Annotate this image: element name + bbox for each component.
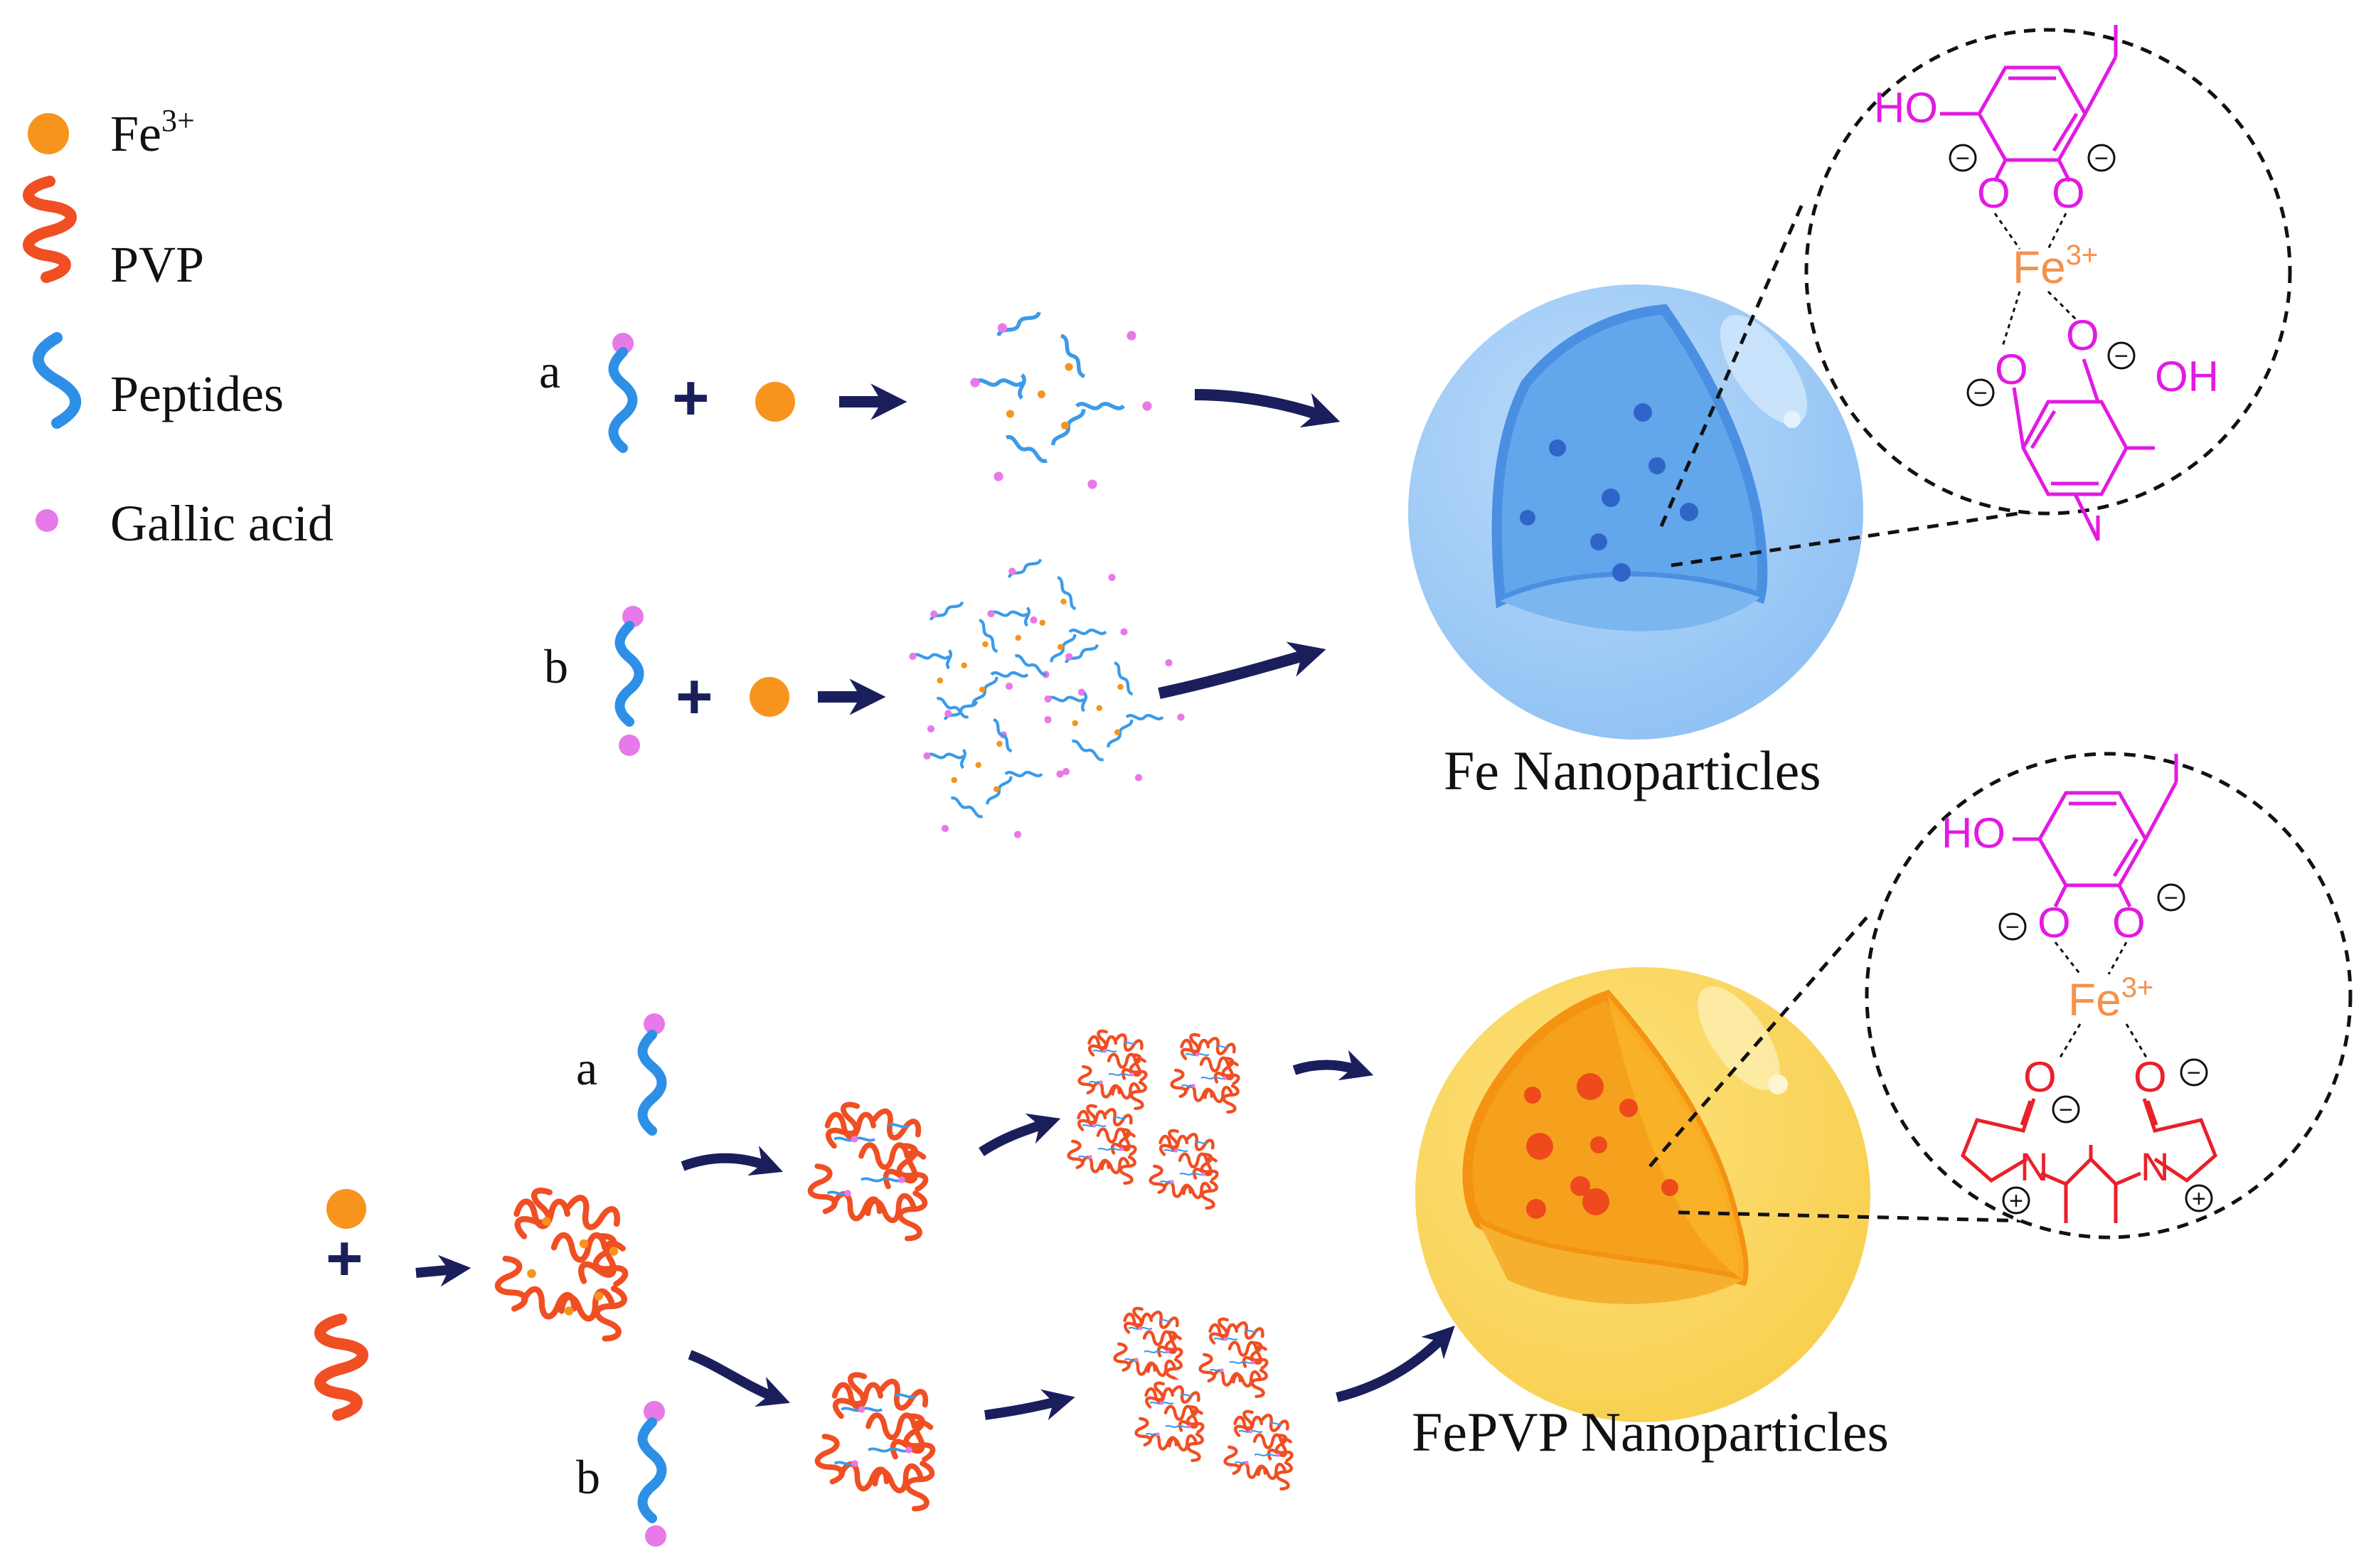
oxygen-label: O: [2066, 311, 2099, 359]
svg-text:Fe3+: Fe3+: [110, 103, 195, 162]
oxygen-label: O: [2037, 899, 2071, 946]
fe-ion: [750, 677, 789, 717]
legend: Fe3+ PVP Peptides Gallic acid: [23, 103, 334, 552]
fe-gallic-pvp-coordination-inset: HO O O − − Fe3+ O O − −: [1648, 752, 2353, 1239]
negative-charge-icon: [1998, 883, 2185, 941]
pyrrolidone-ring: [1961, 1098, 2217, 1223]
bottom-route-a-label: a: [576, 1041, 597, 1095]
plus-sign: +: [676, 661, 713, 732]
oxygen-label: O: [1995, 346, 2028, 393]
nitrogen-label: N: [2141, 1144, 2169, 1189]
fe-nanoparticle: Fe Nanoparticles: [1408, 284, 1863, 801]
gallic-acid-end: [619, 735, 640, 756]
bottom-start: +: [314, 1184, 644, 1421]
arrow: [979, 1113, 1061, 1156]
bottom-route-a: a: [576, 1013, 1374, 1240]
hydroxyl-label: HO: [1874, 84, 1938, 132]
arrow: [681, 1146, 783, 1176]
legend-peptides-label: Peptides: [110, 366, 284, 422]
oxygen-label: O: [2023, 1053, 2057, 1101]
pvp-chain-icon: [23, 176, 77, 283]
fe-ion-label: Fe3+: [2013, 240, 2098, 293]
peptide-chain: [643, 1422, 662, 1518]
oxygen-label: O: [2133, 1053, 2167, 1101]
top-route-b: b +: [544, 558, 1326, 838]
peptide-chain: [614, 352, 633, 448]
positive-charge-icon: [2002, 1184, 2213, 1215]
oxygen-label: O: [2112, 899, 2146, 946]
peptide-micelle-cluster: [909, 558, 1184, 838]
svg-text:−: −: [2114, 343, 2129, 370]
bottom-route-b-label: b: [576, 1450, 600, 1504]
pvp-peptide-aggregate: [1112, 1305, 1301, 1490]
svg-text:−: −: [2094, 145, 2109, 172]
svg-text:−: −: [1973, 380, 1988, 407]
oxygen-label: O: [2052, 169, 2085, 217]
legend-pvp-label: PVP: [110, 236, 204, 293]
legend-gallic-label: Gallic acid: [110, 495, 334, 552]
fe-nanoparticles-label: Fe Nanoparticles: [1444, 740, 1821, 801]
fe-gallic-coordination-inset: HO O O − − Fe3+ O O OH: [1659, 25, 2292, 567]
arrow: [984, 1389, 1075, 1421]
fe-ion-label: Fe3+: [2068, 972, 2153, 1025]
pvp-chain: [314, 1313, 368, 1421]
top-route-a-label: a: [539, 344, 560, 398]
fe-ion: [326, 1189, 366, 1229]
negative-charge-icon: [2052, 1058, 2208, 1124]
fe-ion: [755, 382, 795, 422]
arrow: [415, 1254, 472, 1287]
svg-text:+: +: [2009, 1188, 2023, 1215]
gallic-acid-end: [644, 1401, 665, 1422]
arrow: [688, 1350, 790, 1407]
hydroxyl-label: HO: [1941, 809, 2005, 857]
svg-text:−: −: [1956, 145, 1970, 172]
oxygen-label: O: [1977, 169, 2010, 217]
gallic-acid-icon: [36, 509, 58, 532]
svg-text:−: −: [2187, 1060, 2201, 1087]
plus-sign: +: [326, 1223, 363, 1294]
plus-sign: +: [672, 363, 710, 434]
top-route-a: a +: [539, 310, 1341, 489]
fe-pvp-complex: [494, 1184, 644, 1340]
nitrogen-label: N: [2020, 1144, 2048, 1189]
peptide-micelle: [970, 310, 1151, 489]
svg-text:−: −: [2164, 885, 2178, 912]
cutaway-wedge: [1491, 304, 1768, 609]
negative-charge-icon: [1966, 341, 2136, 407]
bottom-route-b: b: [576, 1305, 1455, 1547]
arrow: [1158, 641, 1326, 699]
hydroxyl-label: OH: [2155, 353, 2219, 400]
pvp-peptide-complex: [806, 1099, 942, 1240]
fe-ion-icon: [28, 113, 69, 154]
peptide-chain: [643, 1035, 662, 1131]
fepvp-nanoparticle: FePVP Nanoparticles: [1412, 967, 1889, 1463]
gallic-acid-end: [644, 1013, 665, 1035]
peptide-chain-icon: [32, 332, 82, 429]
negative-charge-icon: [1949, 144, 2116, 172]
arrow: [1336, 1326, 1455, 1402]
pvp-peptide-complex: [814, 1369, 949, 1510]
top-route-b-label: b: [544, 639, 568, 693]
pvp-peptide-aggregate: [1066, 1028, 1248, 1209]
svg-text:−: −: [2059, 1097, 2073, 1124]
arrow: [1292, 1050, 1374, 1081]
peptide-chain: [620, 626, 639, 722]
svg-text:+: +: [2192, 1185, 2206, 1212]
arrow: [1194, 389, 1341, 428]
fepvp-nanoparticles-label: FePVP Nanoparticles: [1412, 1401, 1889, 1463]
legend-fe-sup: 3+: [161, 103, 195, 138]
gallic-acid-end: [612, 333, 634, 354]
legend-fe-label: Fe: [110, 105, 161, 162]
gallic-acid-end: [645, 1525, 666, 1547]
svg-text:−: −: [2005, 914, 2020, 941]
